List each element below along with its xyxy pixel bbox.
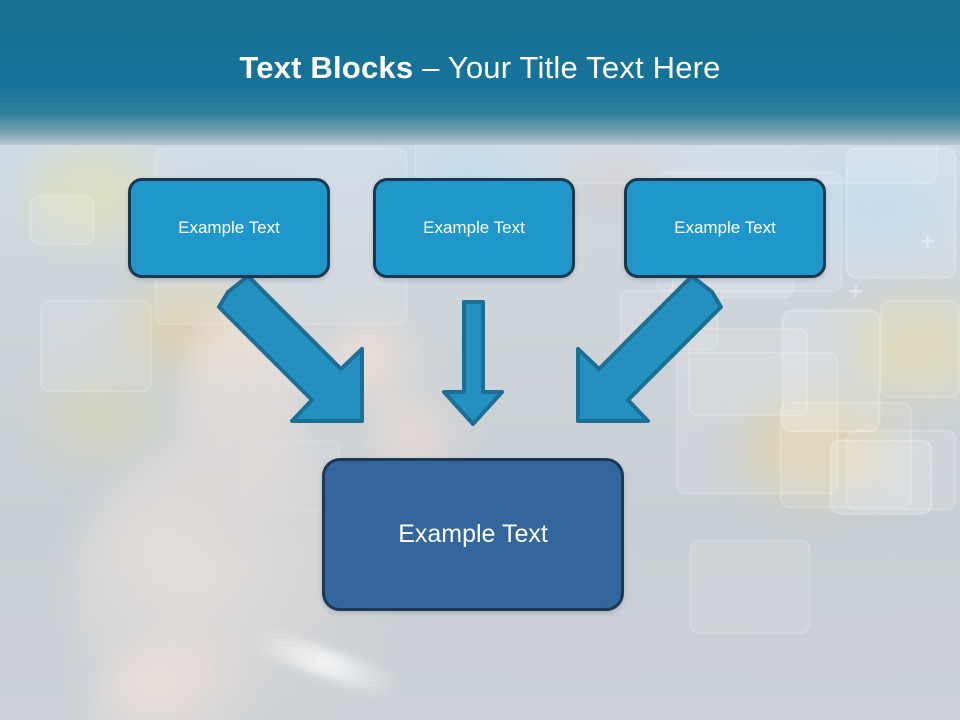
text-block-result-label: Example Text xyxy=(398,520,548,548)
background-tile-13 xyxy=(830,440,932,514)
background-tile-12 xyxy=(846,430,956,510)
text-block-result[interactable]: Example Text xyxy=(322,458,624,611)
page-title-light: Your Title Text Here xyxy=(447,50,721,85)
page-title-bold: Text Blocks xyxy=(239,50,414,85)
background-plus-icon-2: + xyxy=(920,226,936,256)
text-block-3-label: Example Text xyxy=(674,218,776,237)
text-block-1-label: Example Text xyxy=(178,218,280,237)
text-block-1[interactable]: Example Text xyxy=(128,178,330,278)
background-glow-2 xyxy=(40,378,160,458)
title-banner: Text Blocks – Your Title Text Here xyxy=(0,0,960,145)
background-glow-5 xyxy=(740,398,890,494)
background-tile-9 xyxy=(880,300,960,398)
background-tile-16 xyxy=(690,540,810,634)
page-title-separator: – xyxy=(413,50,448,85)
background-tile-11 xyxy=(780,402,912,508)
background-tile-8 xyxy=(782,310,880,432)
background-tile-3 xyxy=(846,148,956,278)
page-title: Text Blocks – Your Title Text Here xyxy=(0,50,960,86)
background-tile-15 xyxy=(40,300,152,392)
background-plus-icon-1: + xyxy=(590,356,606,386)
background-plus-icon-0: + xyxy=(848,276,864,306)
text-block-2-label: Example Text xyxy=(423,218,525,237)
background-glow-4 xyxy=(850,300,960,396)
background-tile-0 xyxy=(30,195,94,245)
text-block-3[interactable]: Example Text xyxy=(624,178,826,278)
text-block-2[interactable]: Example Text xyxy=(373,178,575,278)
